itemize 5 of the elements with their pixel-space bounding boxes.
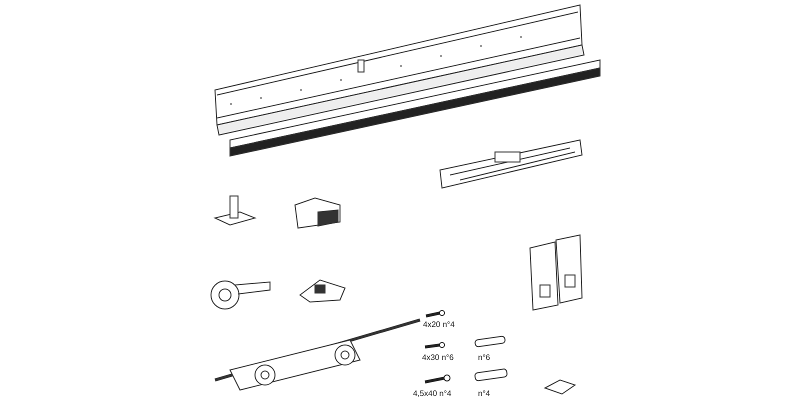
part-quantity-label: n°4: [478, 389, 490, 399]
part-quantity-label: 4,5x40 n°4: [413, 389, 452, 399]
part-quantity-label: 4x30 n°6: [422, 353, 454, 363]
part-quantity-label: 4x20 n°4: [423, 320, 455, 330]
part-quantity-label: n°6: [478, 353, 490, 363]
